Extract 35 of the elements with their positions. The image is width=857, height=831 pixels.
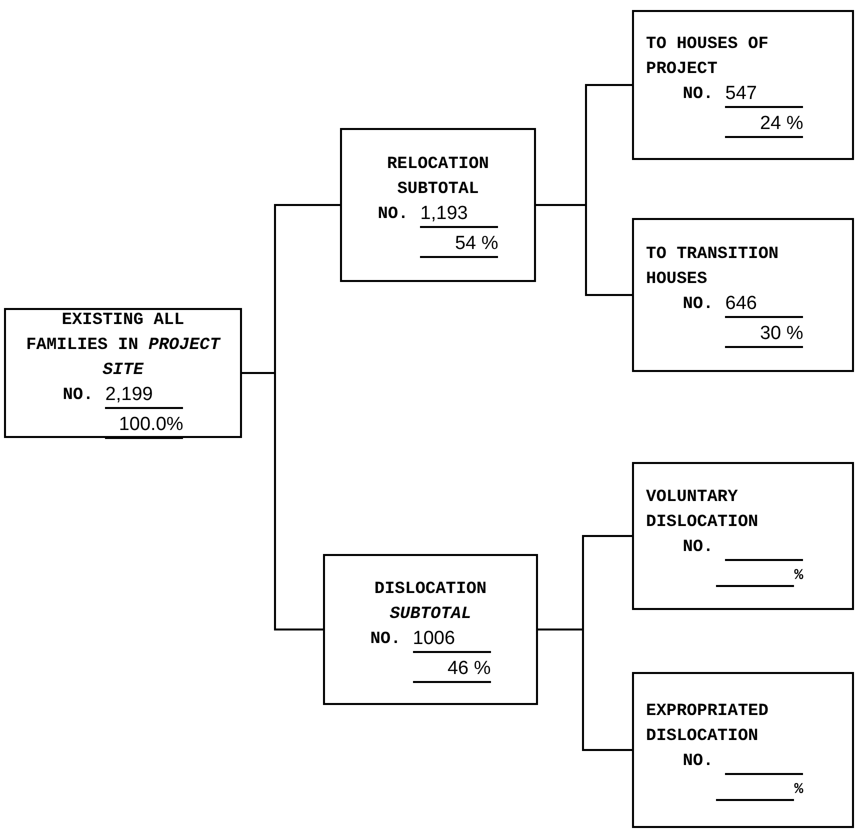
box-title: VOLUNTARY DISLOCATION [646, 487, 760, 534]
box-title: TO HOUSES OF PROJECT [646, 34, 770, 81]
process-box [323, 554, 538, 705]
percent-value: 100.0% [105, 412, 184, 438]
box-title: EXPROPRIATED DISLOCATION [646, 701, 770, 748]
process-box [340, 128, 536, 282]
count-value: 1,193 [420, 202, 498, 228]
connector-line [242, 372, 323, 630]
number-label: NO. [378, 204, 408, 226]
box-title: EXISTING ALL FAMILIES IN PROJECT SITE [25, 310, 222, 382]
count-value: 646 [725, 292, 804, 318]
count-value: 1006 [412, 626, 491, 652]
process-box [632, 672, 854, 828]
percent-value: 46 % [412, 656, 491, 682]
percent-sign: % [794, 566, 804, 586]
number-label: NO. [682, 537, 714, 559]
count-value: 547 [725, 82, 804, 108]
box-title: DISLOCATION SUBTOTAL [373, 578, 488, 626]
number-label: NO. [370, 628, 401, 650]
process-box [632, 218, 854, 372]
box-title: RELOCATION SUBTOTAL [386, 154, 490, 201]
process-box [632, 462, 854, 610]
percent-value: 30 % [725, 322, 804, 348]
number-label: NO. [682, 751, 714, 773]
percent-sign: % [794, 780, 804, 800]
number-label: NO. [682, 294, 714, 316]
count-value: 2,199 [105, 382, 184, 408]
process-box [4, 308, 242, 438]
process-box [632, 10, 854, 160]
box-title: TO TRANSITION HOUSES [646, 244, 780, 291]
connector-line [538, 628, 632, 751]
percent-value: 24 % [725, 112, 804, 138]
number-label: NO. [62, 384, 94, 406]
number-label: NO. [682, 84, 714, 106]
percent-value: 54 % [420, 232, 498, 258]
